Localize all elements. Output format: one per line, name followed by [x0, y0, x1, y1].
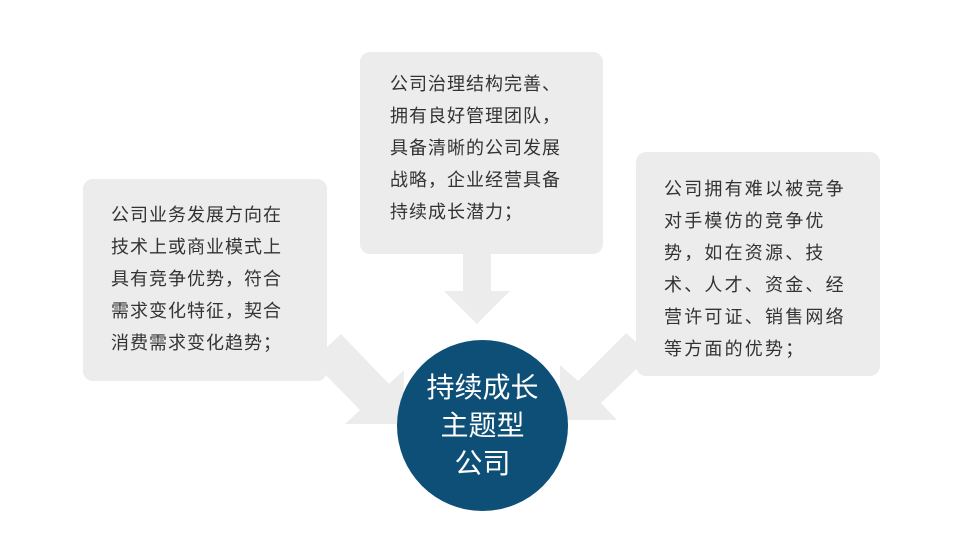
box-line: 公司拥有难以被竞争: [664, 179, 846, 200]
box-line: 具备清晰的公司发展: [390, 138, 561, 159]
center-circle: 持续成长 主题型 公司: [397, 340, 568, 511]
box-line: 消费需求变化趋势；: [111, 333, 282, 354]
box-line: 等方面的优势；: [664, 339, 806, 360]
arrow-top-to-center: [444, 254, 510, 324]
advantage-box-left: 公司业务发展方向在 技术上或商业模式上 具有竞争优势，符合 需求变化特征，契合 …: [83, 179, 327, 381]
competitive-advantage-box-right: 公司拥有难以被竞争 对手模仿的竞争优 势，如在资源、技 术、人才、资金、经 营许…: [636, 152, 880, 376]
box-line: 技术上或商业模式上: [111, 237, 282, 258]
box-line: 公司业务发展方向在: [111, 205, 282, 226]
arrow-right-to-center: [560, 333, 651, 420]
box-line: 战略，企业经营具备: [390, 170, 561, 191]
center-label-line: 持续成长: [426, 370, 539, 404]
box-line: 营许可证、销售网络: [664, 307, 846, 328]
box-line: 拥有良好管理团队，: [390, 106, 561, 127]
arrow-left-to-center: [312, 334, 404, 424]
box-line: 对手模仿的竞争优: [664, 211, 826, 232]
governance-box-top: 公司治理结构完善、 拥有良好管理团队， 具备清晰的公司发展 战略，企业经营具备 …: [360, 52, 603, 254]
box-line: 术、人才、资金、经: [664, 275, 846, 296]
box-line: 势，如在资源、技: [664, 243, 826, 264]
box-line: 具有竞争优势，符合: [111, 269, 282, 290]
box-line: 持续成长潜力；: [390, 202, 523, 223]
box-line: 公司治理结构完善、: [390, 74, 561, 95]
center-label-line: 主题型: [440, 408, 525, 442]
box-line: 需求变化特征，契合: [111, 301, 282, 322]
center-label-line: 公司: [454, 446, 511, 480]
